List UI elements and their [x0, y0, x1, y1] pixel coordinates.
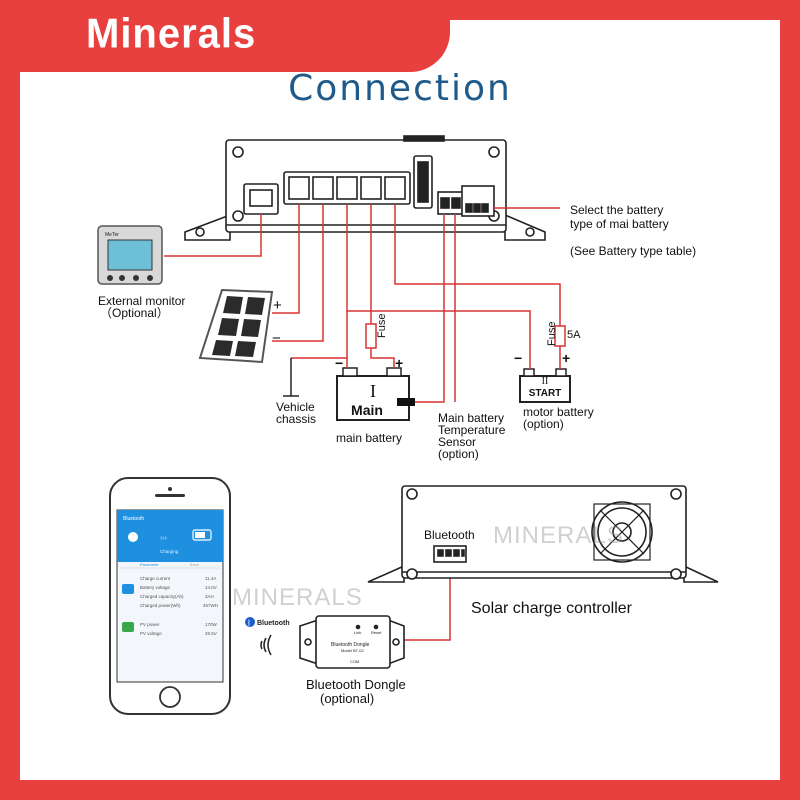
dongle-link-label: Link: [354, 630, 361, 635]
dongle-label-1: Bluetooth Dongle: [306, 677, 406, 692]
select-battery-label-2: type of mai battery: [570, 217, 669, 231]
phone-row-value: 14.0V: [205, 585, 217, 590]
bluetooth-dongle: [299, 615, 405, 669]
motor-fuse-label: Fuse: [546, 321, 558, 346]
select-battery-label-1: Select the battery: [570, 203, 664, 217]
phone-status: Charging: [160, 549, 179, 554]
svg-text:›››: ›››: [160, 535, 168, 542]
motor-fuse: [554, 325, 566, 347]
vehicle-chassis-label-2: chassis: [276, 412, 317, 426]
main-battery-plus: +: [395, 355, 404, 371]
solar-controller-label: Solar charge controller: [471, 600, 632, 617]
phone-tab-0: Parameter: [140, 562, 159, 567]
phone-header: Bluetooth: [123, 516, 144, 522]
main-battery-minus: −: [335, 355, 344, 371]
page-title: Connection: [288, 68, 512, 109]
temp-sensor-label-3: Sensor: [438, 435, 477, 449]
temp-sensor-label-4: (option): [438, 447, 479, 461]
monitor-brand: MeTer: [105, 232, 119, 238]
main-battery-label: main battery: [336, 431, 403, 445]
phone-rows: Bluetooth Charging Parameter Error Charg…: [123, 516, 218, 636]
phone-row-value: 467WH: [203, 603, 218, 608]
dongle-body-title: Bluetooth Dongle: [331, 642, 370, 648]
watermark: MINERALS: [232, 584, 363, 611]
phone-row-label: Charged power(Wh): [140, 603, 181, 608]
wires: [164, 204, 561, 641]
charge-controller-bottom: [367, 485, 719, 583]
battery-type-table-note: (See Battery type table): [570, 244, 697, 258]
bluetooth-port-label: Bluetooth: [424, 528, 475, 542]
main-fuse: [365, 323, 377, 349]
motor-battery: [519, 368, 571, 403]
dongle-label-2: (optional): [320, 691, 375, 706]
bluetooth-badge: ᛒ Bluetooth: [245, 617, 290, 656]
phone-row-value: 11.4A: [205, 576, 216, 581]
dongle-text: Link Reset Bluetooth Dongle Model BT-02 …: [331, 630, 382, 664]
main-fuse-label: Fuse: [376, 313, 388, 338]
solar-minus: −: [272, 330, 281, 347]
phone-row-label: PV power: [140, 622, 160, 627]
bt-badge-label: Bluetooth: [257, 620, 290, 627]
dongle-com-label: COM: [350, 659, 359, 664]
phone-row-value: 170W: [205, 622, 218, 627]
solar-panel: [198, 288, 274, 364]
motor-battery-word: START: [528, 388, 562, 399]
temp-sensor-label-2: Temperature: [438, 423, 506, 437]
external-monitor: MeTer: [97, 225, 163, 285]
phone-row-value: 26.5V: [205, 631, 217, 636]
dongle-reset-label: Reset: [371, 630, 382, 635]
vehicle-chassis-label-1: Vehicle: [276, 400, 315, 414]
phone-row-label: PV voltage: [140, 631, 162, 636]
smartphone: ›››: [109, 477, 231, 715]
solar-plus: +: [273, 297, 282, 314]
phone-row-value: 3AH: [205, 594, 214, 599]
temp-sensor-label-1: Main battery: [438, 411, 505, 425]
phone-row-label: Battery voltage: [140, 585, 171, 590]
main-battery: [336, 367, 415, 421]
motor-battery-minus: −: [514, 350, 523, 366]
dongle-body-model: Model BT-02: [341, 648, 364, 653]
main-battery-roman: I: [370, 381, 376, 401]
motor-battery-roman: II: [541, 376, 549, 387]
external-monitor-note: （Optional）: [100, 306, 169, 320]
svg-text:ᛒ: ᛒ: [247, 619, 251, 627]
external-monitor-label: External monitor: [98, 294, 186, 308]
watermark: MINERALS: [493, 522, 624, 549]
main-battery-word: Main: [351, 402, 383, 418]
motor-battery-label-2: (option): [523, 417, 564, 431]
motor-battery-plus: +: [562, 350, 571, 366]
motor-battery-label-1: motor battery: [523, 405, 594, 419]
charge-controller-top: [184, 135, 546, 241]
phone-row-label: Charge current: [140, 576, 171, 581]
phone-tab-1: Error: [190, 562, 200, 567]
brand-tab: Minerals: [0, 0, 450, 72]
phone-row-label: Charged capacity(Ah): [140, 594, 184, 599]
brand-logo: Minerals: [86, 10, 257, 58]
motor-fuse-rating: 5A: [567, 329, 581, 341]
